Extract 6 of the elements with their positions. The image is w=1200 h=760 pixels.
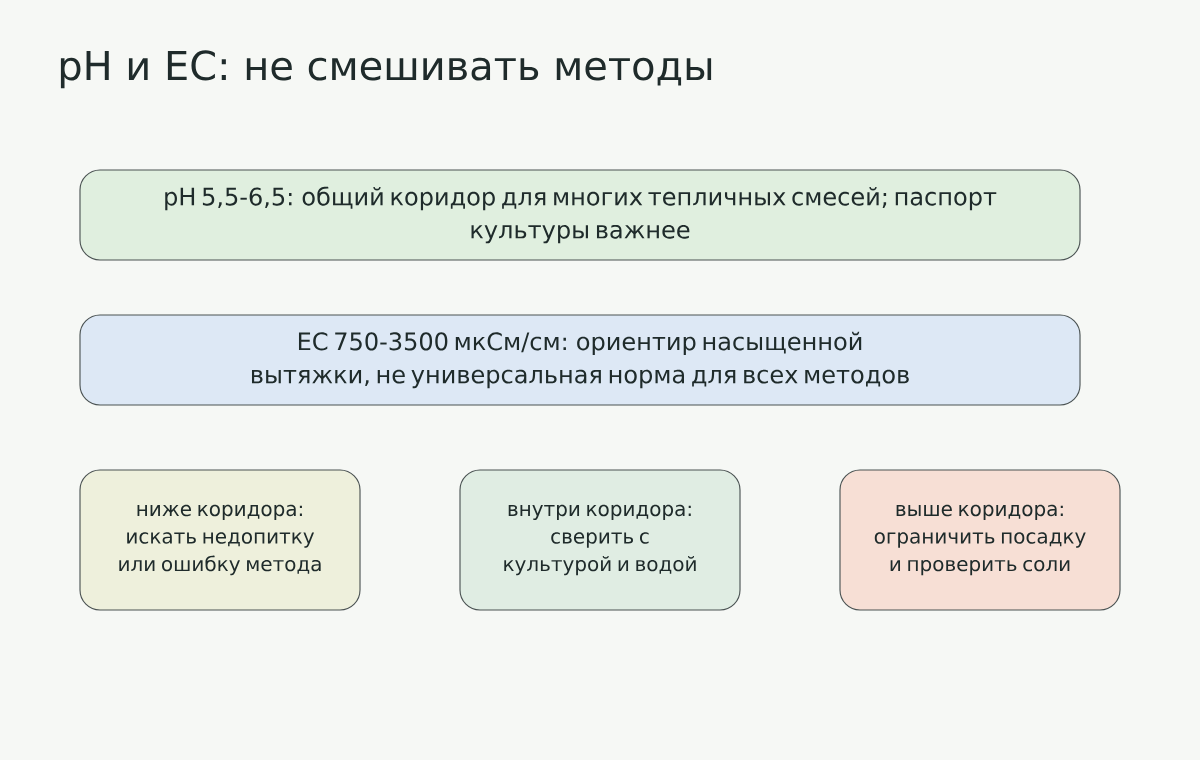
title: pH и EC: не смешивать методы [60, 50, 712, 89]
text-box: выше коридора: ограничить посадку и проверить соли [839, 469, 1121, 611]
text-box: EC 750-3500 мкСм/см: ориентир насыщенной вытяжки, не универсальная норма для всех методов [79, 314, 1081, 406]
text-box: ниже коридора: искать недопитку или ошибку метода [79, 469, 361, 611]
text-box: внутри коридора: сверить с культурой и водой [459, 469, 741, 611]
text-box: pH 5,5-6,5: общий коридор для многих тепличных смесей; паспорт культуры важнее [79, 169, 1081, 261]
